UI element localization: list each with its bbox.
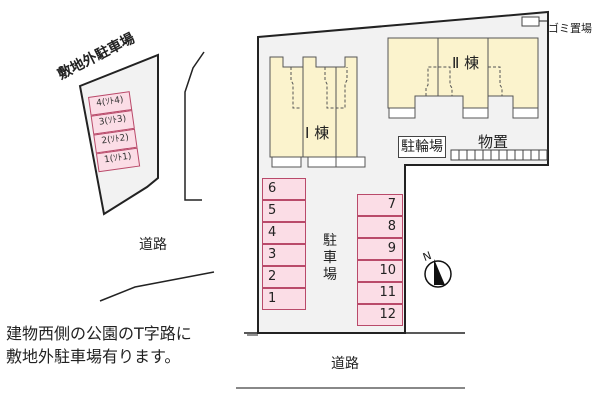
- parking-stall: 9: [357, 238, 403, 260]
- building-1-label: Ⅰ 棟: [305, 124, 330, 142]
- building-2: [387, 37, 539, 119]
- building-2-label: Ⅱ 棟: [452, 54, 480, 72]
- parking-stall: 7: [357, 194, 403, 216]
- storage-row: [450, 149, 548, 161]
- parking-label: 駐 車 場: [323, 233, 337, 283]
- bicycle-parking-label: 駐輪場: [398, 136, 446, 158]
- parking-stall: 1: [262, 288, 306, 310]
- parking-stall: 8: [357, 216, 403, 238]
- road-edge-line: [99, 271, 215, 302]
- parking-stall: 11: [357, 282, 403, 304]
- parking-stall: 2: [262, 266, 306, 288]
- offsite-parking-note-line1: 建物西側の公園のT字路に: [6, 324, 192, 343]
- garbage-label: ゴミ置場: [548, 22, 592, 35]
- building-1: [269, 56, 366, 168]
- parking-stall: 3: [262, 244, 306, 266]
- parking-stall: 5: [262, 200, 306, 222]
- garbage-area: [521, 16, 540, 27]
- offsite-parking-note-line2: 敷地外駐車場有ります。: [6, 347, 181, 366]
- road-edge-line: [184, 51, 205, 201]
- parking-stall: 12: [357, 304, 403, 326]
- west-road-label: 道路: [139, 237, 167, 253]
- parking-stall: 6: [262, 178, 306, 200]
- parking-stall: 10: [357, 260, 403, 282]
- south-road-label: 道路: [331, 356, 359, 372]
- storage-label: 物置: [478, 133, 509, 151]
- compass-icon: [424, 259, 452, 288]
- parking-stall: 4: [262, 222, 306, 244]
